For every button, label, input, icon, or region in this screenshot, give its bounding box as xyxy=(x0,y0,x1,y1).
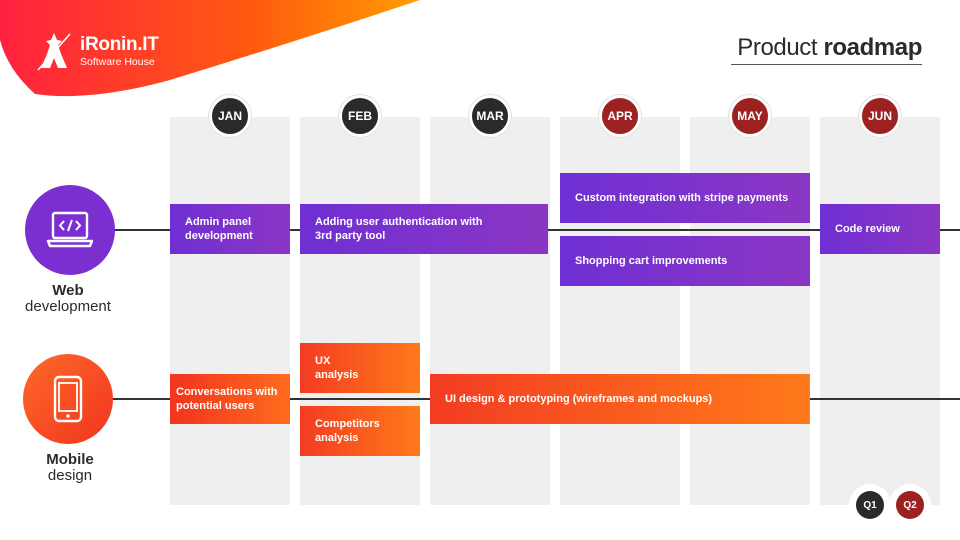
task-user-authentication[interactable]: Adding user authentication with 3rd part… xyxy=(300,204,548,254)
brand-tagline: Software House xyxy=(80,55,155,68)
task-admin-panel[interactable]: Admin panel development xyxy=(170,204,290,254)
mobile-lane-label: Mobile design xyxy=(46,451,94,484)
web-lane-label: Web development xyxy=(25,282,111,315)
task-shopping-cart[interactable]: Shopping cart improvements xyxy=(560,236,810,286)
quarter-badge-q2: Q2 xyxy=(889,484,931,526)
month-column-jun xyxy=(820,117,940,505)
code-monitor-icon xyxy=(46,211,94,248)
brand-background-shape xyxy=(0,0,420,97)
brand-name: iRonin.IT xyxy=(80,33,159,55)
task-conversations[interactable]: Conversations with potential users xyxy=(170,374,290,424)
title-underline xyxy=(731,64,922,65)
month-column-jan xyxy=(170,117,290,505)
quarter-badge-q1: Q1 xyxy=(849,484,891,526)
task-stripe-integration[interactable]: Custom integration with stripe payments xyxy=(560,173,810,223)
page-title: Product roadmap xyxy=(737,34,922,61)
month-badge-may: MAY xyxy=(729,95,771,137)
task-competitors-analysis[interactable]: Competitors analysis xyxy=(300,406,420,456)
month-badge-jan: JAN xyxy=(209,95,251,137)
mobile-lane-icon xyxy=(23,354,113,444)
month-badge-feb: FEB xyxy=(339,95,381,137)
month-badge-mar: MAR xyxy=(469,95,511,137)
task-ui-design[interactable]: UI design & prototyping (wireframes and … xyxy=(430,374,810,424)
task-code-review[interactable]: Code review xyxy=(820,204,940,254)
month-column-mar xyxy=(430,117,550,505)
smartphone-icon xyxy=(53,375,83,423)
task-ux-analysis[interactable]: UX analysis xyxy=(300,343,420,393)
web-lane-icon xyxy=(25,185,115,275)
month-badge-apr: APR xyxy=(599,95,641,137)
month-badge-jun: JUN xyxy=(859,95,901,137)
company-logo[interactable]: iRonin.IT Software House xyxy=(34,30,159,72)
ronin-samurai-icon xyxy=(37,33,71,71)
